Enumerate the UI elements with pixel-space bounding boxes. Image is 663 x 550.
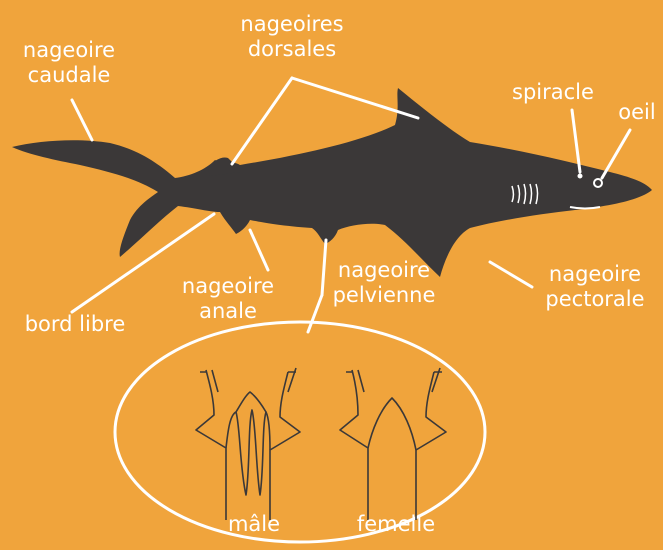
leader-dorsal-1 bbox=[232, 78, 292, 164]
label-free-edge: bord libre bbox=[10, 312, 140, 337]
label-dorsal-line1: nageoires bbox=[222, 12, 362, 37]
label-pectoral-line1: nageoire bbox=[530, 262, 660, 287]
leader-eye bbox=[602, 130, 630, 178]
label-anal-fin: nageoire anale bbox=[168, 274, 288, 324]
label-caudal-line1: nageoire bbox=[10, 38, 128, 63]
label-pelvic-line2: pelvienne bbox=[322, 283, 446, 308]
pelvic-fin-inset bbox=[115, 322, 485, 542]
label-female: femelle bbox=[340, 512, 452, 537]
male-pelvic-sketch bbox=[196, 368, 300, 520]
leader-pectoral bbox=[490, 262, 532, 287]
shark-silhouette bbox=[12, 88, 652, 277]
label-anal-line2: anale bbox=[168, 299, 288, 324]
label-male: mâle bbox=[214, 512, 294, 537]
label-anal-line1: nageoire bbox=[168, 274, 288, 299]
label-spiracle: spiracle bbox=[500, 80, 606, 105]
label-dorsal-fins: nageoires dorsales bbox=[222, 12, 362, 62]
label-caudal-line2: caudale bbox=[10, 63, 128, 88]
leader-spiracle bbox=[572, 110, 580, 172]
label-caudal-fin: nageoire caudale bbox=[10, 38, 128, 88]
leader-anal bbox=[250, 230, 268, 270]
label-pectoral-fin: nageoire pectorale bbox=[530, 262, 660, 312]
label-pelvic-line1: nageoire bbox=[322, 258, 446, 283]
label-dorsal-line2: dorsales bbox=[222, 37, 362, 62]
label-pelvic-fin: nageoire pelvienne bbox=[322, 258, 446, 308]
label-pectoral-line2: pectorale bbox=[530, 287, 660, 312]
leader-pelvic-oval bbox=[308, 295, 322, 332]
spiracle-mark bbox=[579, 175, 582, 178]
leader-caudal bbox=[72, 100, 92, 140]
label-eye: oeil bbox=[612, 100, 662, 125]
female-pelvic-sketch bbox=[340, 368, 446, 520]
